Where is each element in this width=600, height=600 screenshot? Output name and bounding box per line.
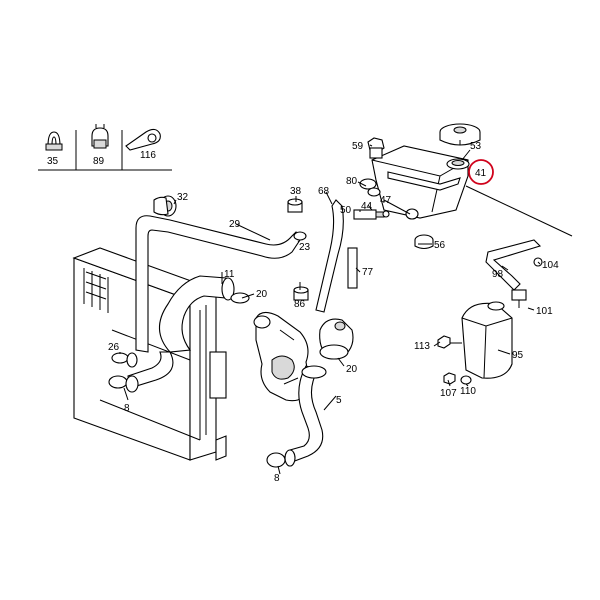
label-110: 110	[460, 386, 476, 397]
label-38: 38	[290, 186, 302, 197]
label-50: 50	[340, 205, 352, 216]
label-86: 86	[294, 299, 306, 310]
label-32: 32	[177, 192, 189, 203]
label-47: 47	[380, 195, 392, 206]
label-20b: 20	[346, 364, 358, 375]
clip-101	[511, 289, 527, 308]
label-44: 44	[361, 201, 373, 212]
nut-59	[367, 137, 385, 159]
label-26: 26	[108, 342, 120, 353]
label-23: 23	[299, 242, 311, 253]
highlight-circle-41	[468, 159, 494, 185]
part-labels: 59 53 41 32 38 68 80 29 50 44 47 23 56 1…	[108, 141, 559, 484]
label-35: 35	[47, 156, 59, 167]
label-53: 53	[470, 141, 482, 152]
grommet-38	[287, 198, 303, 213]
clip-116-icon	[125, 128, 161, 151]
clip-80	[359, 178, 381, 197]
label-101: 101	[536, 306, 553, 317]
grommet-86	[293, 286, 309, 301]
hose-68	[315, 199, 358, 313]
grommet-47	[405, 208, 419, 220]
label-104: 104	[542, 260, 559, 271]
label-41: 41	[475, 168, 487, 179]
clip-8-upper	[108, 375, 139, 393]
reservoir-95	[461, 301, 513, 379]
clip-89-icon	[91, 124, 109, 149]
leader-lines	[119, 140, 541, 475]
sensor-50	[353, 209, 390, 220]
expansion-tank	[371, 145, 470, 219]
clip-23	[293, 231, 307, 241]
mount-56	[414, 234, 434, 250]
label-56: 56	[434, 240, 446, 251]
label-29: 29	[229, 219, 241, 230]
label-107: 107	[440, 388, 457, 399]
label-5: 5	[336, 395, 342, 406]
hose-98	[465, 185, 573, 291]
thermostat-housing	[253, 311, 311, 402]
label-89: 89	[93, 156, 105, 167]
hose-11	[127, 275, 250, 389]
label-113: 113	[414, 341, 430, 352]
label-11: 11	[224, 269, 235, 280]
hose-5	[289, 365, 327, 463]
label-98: 98	[492, 269, 504, 280]
washer-110	[460, 375, 472, 385]
clip-8-lower	[266, 449, 296, 468]
clip-legend: 35 89 116	[38, 124, 172, 171]
label-116: 116	[140, 150, 156, 161]
label-8b: 8	[274, 473, 280, 484]
label-20a: 20	[256, 289, 268, 300]
outlet-20	[319, 318, 354, 360]
label-77: 77	[362, 267, 374, 278]
bolt-113	[437, 335, 462, 349]
label-80: 80	[346, 176, 358, 187]
label-68: 68	[318, 186, 330, 197]
clip-35-icon	[45, 131, 63, 151]
label-95: 95	[512, 350, 524, 361]
label-59: 59	[352, 141, 364, 152]
nut-107	[443, 372, 456, 385]
label-8a: 8	[124, 403, 130, 414]
